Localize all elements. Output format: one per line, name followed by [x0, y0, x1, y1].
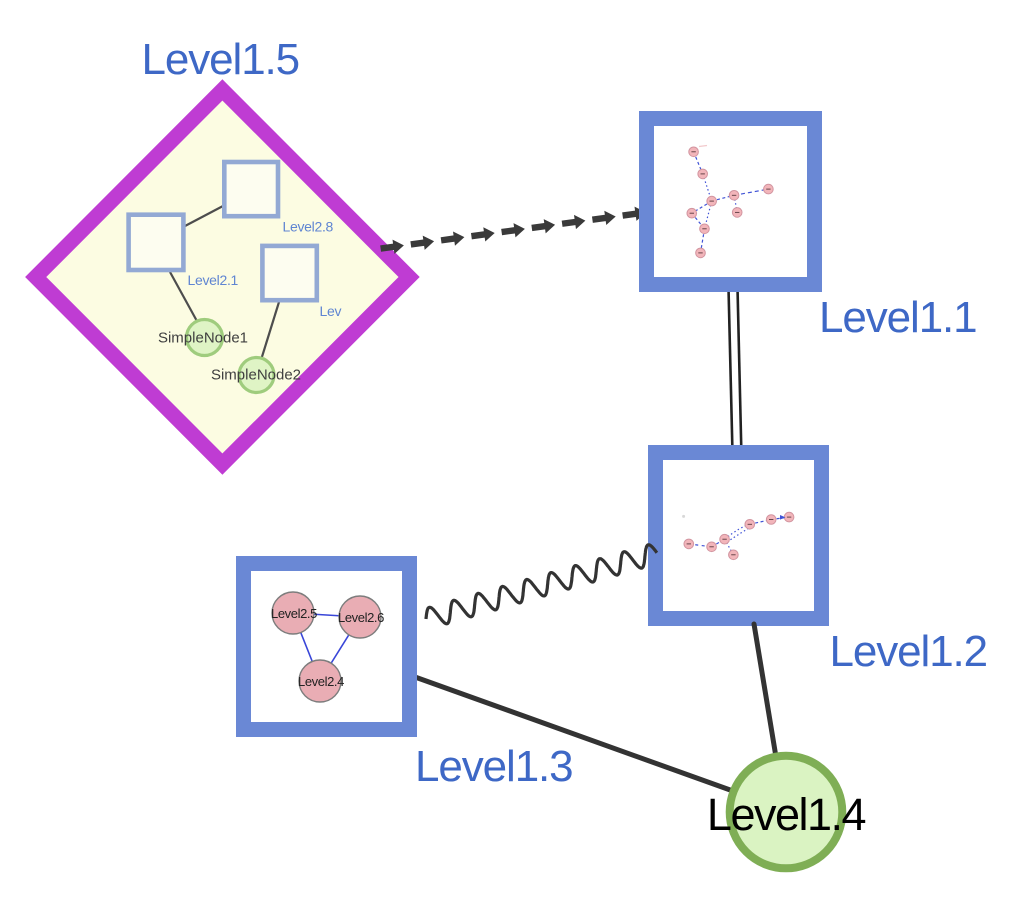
- svg-text:SimpleNode1: SimpleNode1: [158, 330, 248, 347]
- svg-text:Level1.2: Level1.2: [830, 627, 988, 676]
- svg-text:Level2.6: Level2.6: [338, 610, 384, 625]
- svg-text:Level1.4: Level1.4: [707, 789, 866, 840]
- svg-text:Level1.5: Level1.5: [142, 35, 300, 84]
- svg-text:SimpleNode2: SimpleNode2: [211, 367, 301, 384]
- svg-text:Level2.4: Level2.4: [298, 674, 344, 689]
- svg-text:Level1.3: Level1.3: [415, 742, 573, 791]
- svg-text:Level2.1: Level2.1: [188, 272, 239, 288]
- svg-text:Level2.5: Level2.5: [271, 606, 317, 621]
- svg-text:Lev: Lev: [320, 303, 342, 319]
- svg-text:Level2.8: Level2.8: [283, 219, 334, 235]
- svg-text:Level1.1: Level1.1: [819, 293, 977, 342]
